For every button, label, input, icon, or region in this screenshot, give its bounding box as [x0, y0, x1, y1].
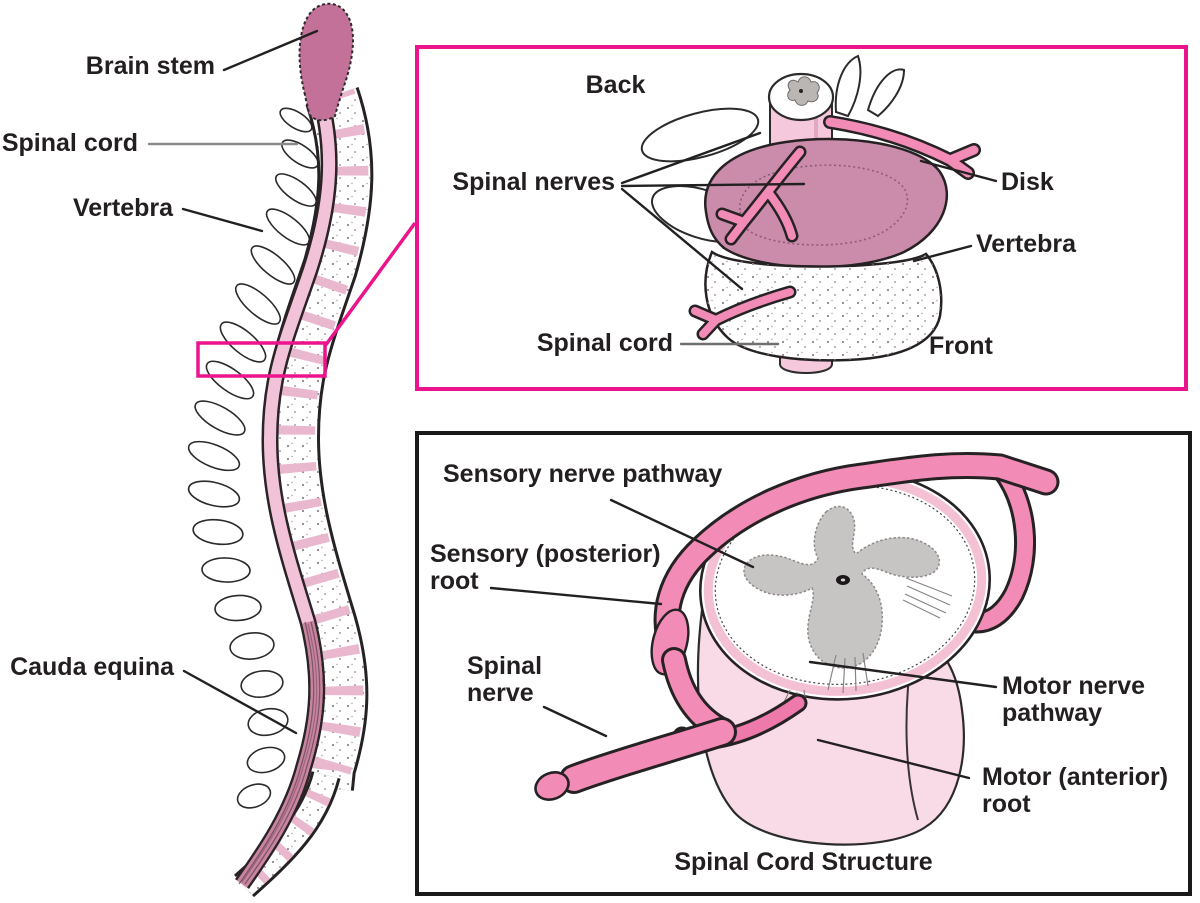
back-label: Back	[585, 71, 646, 99]
motor-anterior-root-label: Motor (anterior) root	[982, 763, 1169, 818]
zoom-callout-line	[323, 221, 417, 348]
cord-structure-caption: Spinal Cord Structure	[674, 848, 933, 876]
cord-structure-box	[415, 431, 1192, 896]
vertebra-inset-figure	[640, 54, 981, 374]
spine-side-view	[187, 2, 374, 898]
zoom-callout-rect	[196, 341, 327, 378]
spinal-nerve-label: Spinal nerve	[467, 652, 543, 707]
leader-lines	[147, 29, 998, 780]
spinal-nerves-label: Spinal nerves	[452, 168, 615, 196]
brain-stem-label: Brain stem	[85, 52, 215, 80]
spinal-cord-inset-label: Spinal cord	[536, 329, 673, 357]
cord-structure-figure	[534, 451, 1060, 846]
sensory-nerve-pathway-label: Sensory nerve pathway	[443, 460, 723, 488]
spinal-cord-label: Spinal cord	[1, 129, 138, 157]
cauda-equina-bundle	[237, 620, 323, 888]
vertebra-label: Vertebra	[72, 194, 173, 222]
cauda-equina-label: Cauda equina	[10, 653, 174, 681]
front-label: Front	[929, 332, 993, 360]
disk-shape	[703, 137, 949, 269]
gray-matter-shape	[743, 505, 941, 669]
vertebra-inset-label: Vertebra	[976, 230, 1077, 258]
motor-nerve-pathway-label: Motor nerve pathway	[1002, 672, 1146, 727]
sensory-posterior-root-label: Sensory (posterior) root	[430, 540, 661, 595]
vertebra-inset-box	[415, 45, 1188, 391]
disk-label: Disk	[1001, 168, 1054, 196]
